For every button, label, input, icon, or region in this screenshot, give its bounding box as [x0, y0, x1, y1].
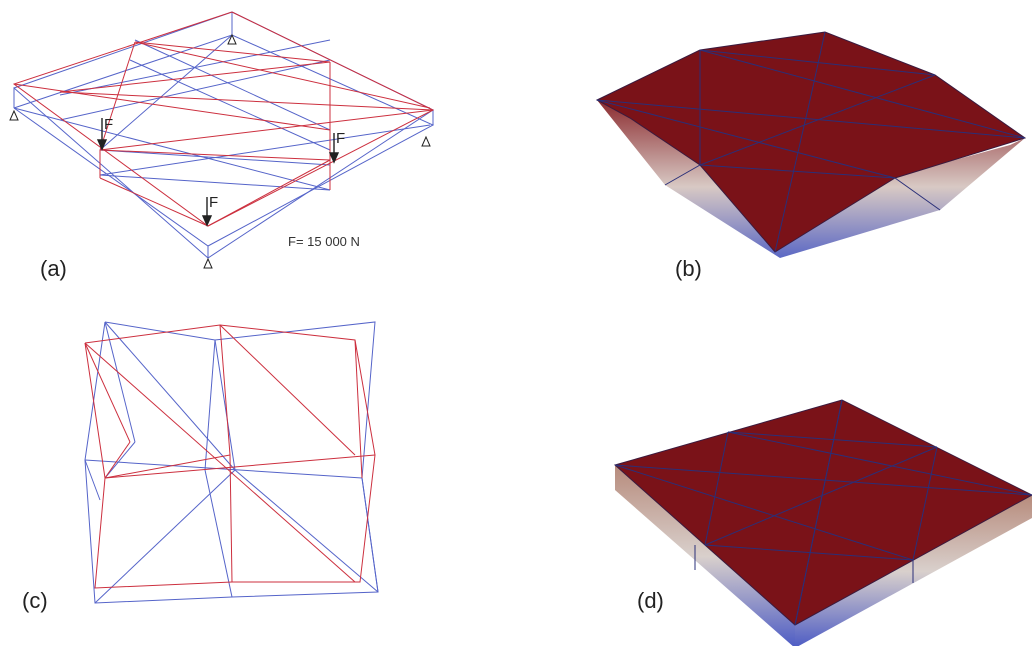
panel-d: (d): [613, 399, 1032, 646]
panel-a: F F F F= 15 000 N (a): [9, 11, 435, 281]
force-magnitude-note: F= 15 000 N: [288, 234, 360, 249]
plate-top: [613, 399, 1032, 626]
surface-fold-lines: [596, 31, 1026, 253]
plate-fold-lines: [614, 399, 1032, 626]
panel-c: (c): [22, 321, 379, 613]
plan-blue-members: [84, 321, 379, 604]
surface-top: [595, 31, 1027, 253]
force-arrow-icon: [96, 118, 108, 151]
support-triangle-icon: [227, 33, 237, 45]
force-arrow-icon: [328, 133, 340, 164]
force-arrow-icon: [201, 197, 213, 227]
supports: [9, 33, 431, 269]
surface-side: [597, 100, 1025, 258]
panel-label-b: (b): [675, 256, 702, 281]
support-triangle-icon: [203, 257, 213, 269]
force-arrows: [96, 118, 340, 227]
panel-label-d: (d): [637, 588, 664, 613]
panel-b: (b): [595, 31, 1027, 281]
force-label: F: [209, 194, 218, 211]
force-label: F: [336, 130, 345, 147]
panel-label-c: (c): [22, 588, 48, 613]
truss-bottom-layer: [13, 11, 435, 259]
truss-top-layer: [12, 11, 435, 227]
panel-label-a: (a): [40, 256, 67, 281]
force-label: F: [104, 116, 113, 133]
plan-red-members: [84, 324, 376, 589]
support-triangle-icon: [421, 135, 431, 147]
plate-side-front: [615, 465, 795, 646]
support-triangle-icon: [9, 109, 19, 121]
